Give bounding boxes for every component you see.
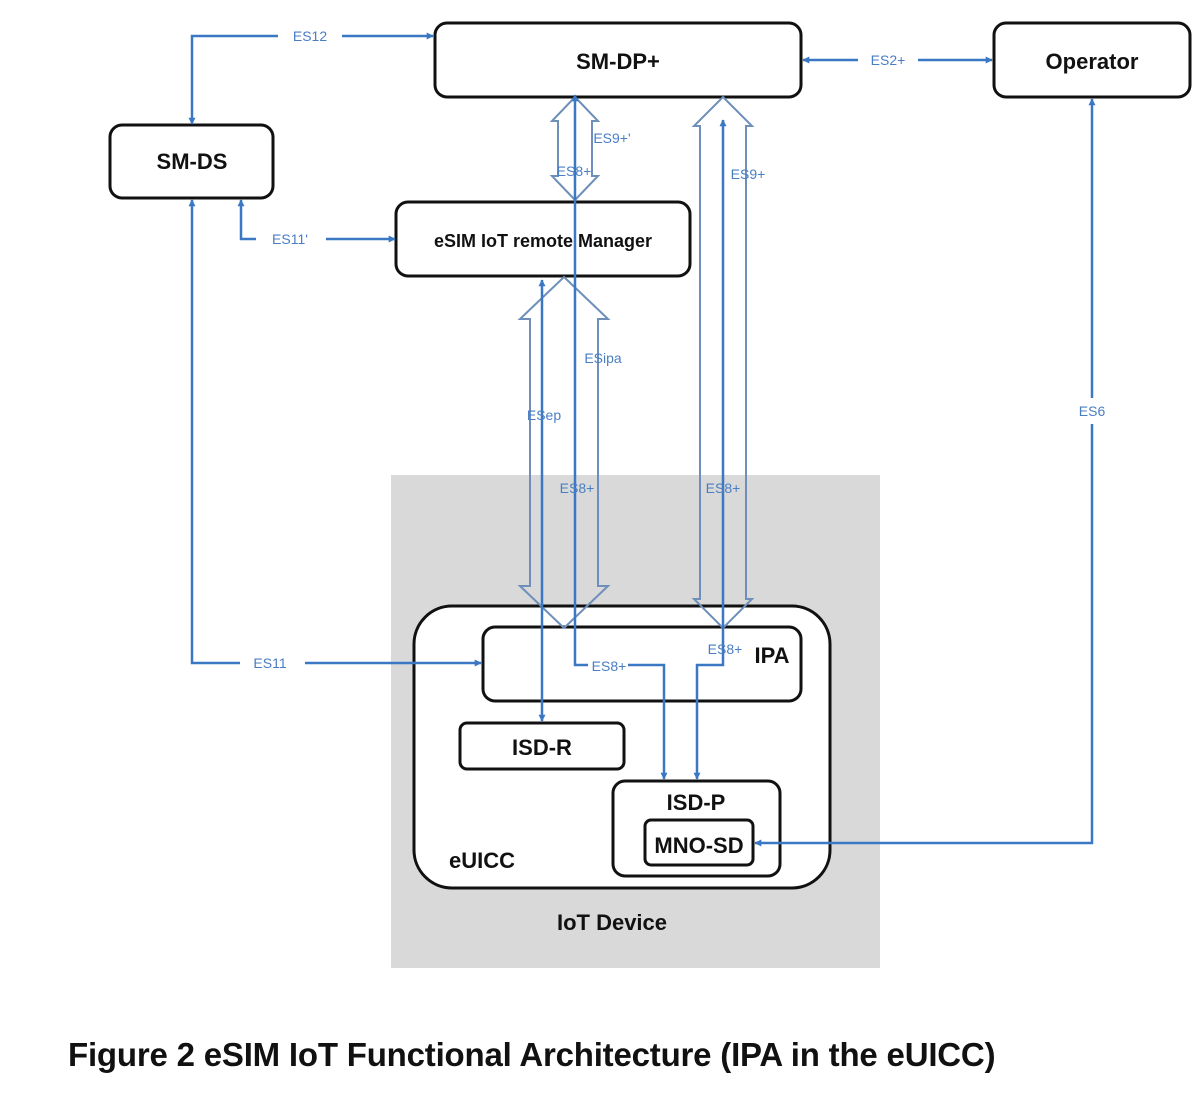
esep-esipa-hollow-arrow: [517, 275, 611, 630]
es11-label: ES11: [253, 655, 286, 671]
sm-dp-label: SM-DP+: [576, 49, 660, 74]
es9-label: ES9+: [731, 166, 766, 182]
sm-dp-box: [433, 21, 803, 99]
es11-prime-connector: [237, 199, 256, 241]
ipa-label: IPA: [754, 643, 789, 668]
es8-in-ipa-left-label: ES8+: [592, 658, 627, 674]
es12-connector: [188, 34, 278, 125]
mno-sd-label: MNO-SD: [654, 833, 743, 858]
operator-box: [992, 21, 1192, 99]
figure-caption: Figure 2 eSIM IoT Functional Architectur…: [68, 1036, 996, 1073]
mno-sd-box: [643, 818, 755, 867]
es11-prime-label: ES11': [272, 231, 308, 247]
esipa-label: ESipa: [584, 350, 622, 366]
isd-p-label: ISD-P: [667, 790, 726, 815]
es8-right-connector: [693, 119, 727, 780]
es6-label: ES6: [1079, 403, 1106, 419]
es6-connector-tail: [754, 424, 1094, 847]
es12-label: ES12: [293, 28, 327, 44]
esep-label: ESep: [527, 407, 561, 423]
es8-in-ipa-right-label: ES8+: [708, 641, 743, 657]
remote-manager-box: [394, 200, 692, 278]
euicc-label: eUICC: [449, 848, 515, 873]
es9-prime-label: ES9+': [593, 130, 630, 146]
operator-label: Operator: [1046, 49, 1139, 74]
iot-device-label: IoT Device: [557, 910, 667, 935]
es2-label: ES2+: [871, 52, 906, 68]
es8-mid-right-label: ES8+: [706, 480, 741, 496]
es8-left-connector: [571, 94, 588, 667]
isd-r-label: ISD-R: [512, 735, 572, 760]
sm-ds-box: [108, 123, 275, 200]
es8-mid-left-label: ES8+: [560, 480, 595, 496]
es8-top-label: ES8+: [557, 163, 592, 179]
es11-connector: [188, 199, 240, 665]
sm-ds-label: SM-DS: [157, 149, 228, 174]
isd-r-box: [458, 721, 626, 771]
es8-left-connector-tail: [628, 663, 668, 780]
remote-manager-label: eSIM IoT remote Manager: [434, 231, 652, 251]
